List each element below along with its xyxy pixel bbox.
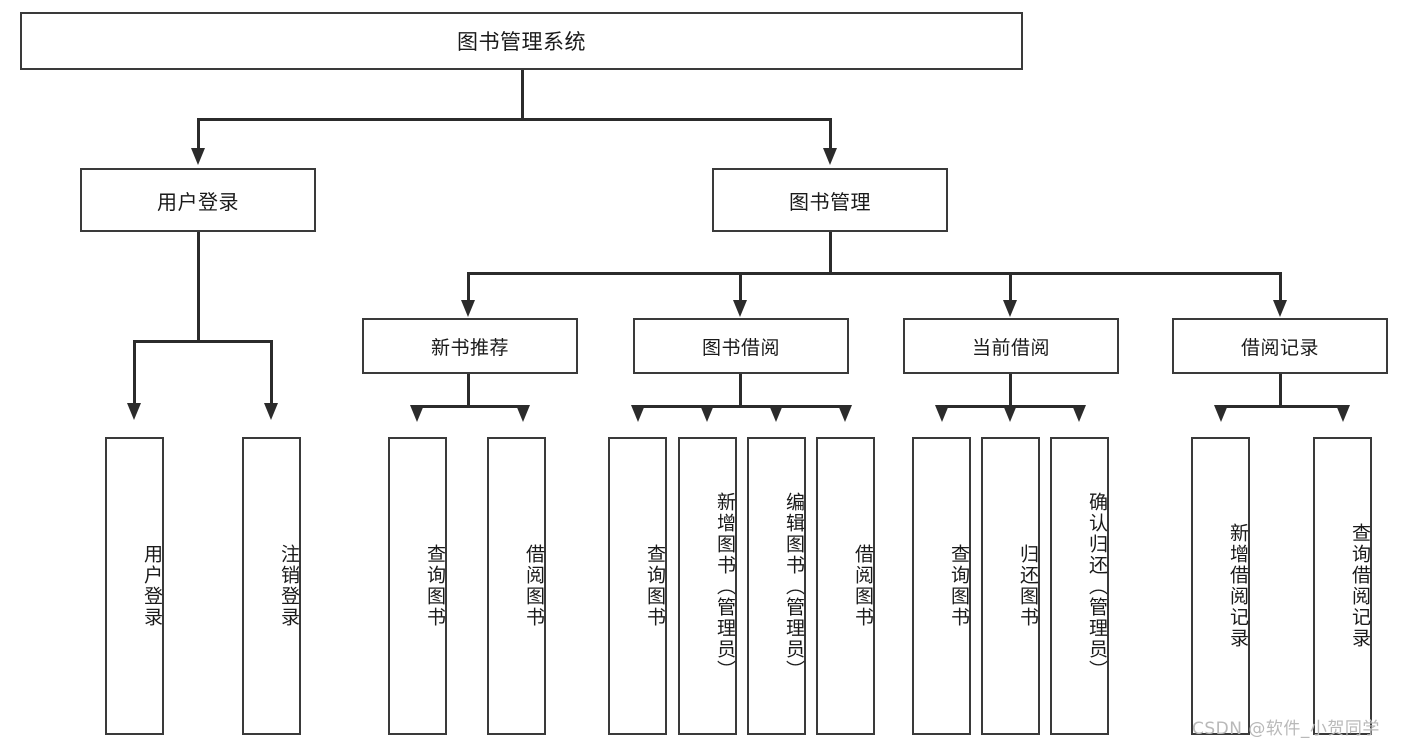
leaf-user-login-logout[interactable]: 注销登录 — [242, 437, 301, 735]
leaf-current-borrow-return-book[interactable]: 归还图书 — [981, 437, 1040, 735]
arrow-icon-bb-leaf-2 — [700, 405, 714, 422]
node-user-login[interactable]: 用户登录 — [80, 168, 316, 232]
node-book-borrow[interactable]: 图书借阅 — [633, 318, 849, 374]
leaf-user-login-login[interactable]: 用户登录 — [105, 437, 164, 735]
arrow-icon-user-login-leaf-2 — [264, 403, 278, 420]
connector-br-stem — [1279, 374, 1282, 405]
arrow-icon-nbr-leaf-1 — [410, 405, 424, 422]
connector-root-drop-1 — [197, 118, 200, 150]
csdn-watermark: CSDN @软件_小贺同学 — [1192, 719, 1380, 739]
leaf-book-borrow-query-book[interactable]: 查询图书 — [608, 437, 667, 735]
connector-root-stem — [521, 70, 524, 118]
arrow-icon-cb-leaf-2 — [1003, 405, 1017, 422]
node-borrow-record[interactable]: 借阅记录 — [1172, 318, 1388, 374]
arrow-icon-br-leaf-2 — [1336, 405, 1350, 422]
connector-bm-drop-3 — [1009, 272, 1012, 302]
arrow-icon-cb-leaf-1 — [935, 405, 949, 422]
connector-bm-drop-4 — [1279, 272, 1282, 302]
node-root-library-management-system[interactable]: 图书管理系统 — [20, 12, 1023, 70]
connector-user-login-bus — [133, 340, 272, 343]
arrow-icon-to-book-borrow — [733, 300, 747, 317]
connector-nbr-bus — [416, 405, 522, 408]
connector-bb-bus — [637, 405, 845, 408]
arrow-icon-user-login-leaf-1 — [127, 403, 141, 420]
connector-cb-stem — [1009, 374, 1012, 405]
arrow-icon-to-current-borrow — [1003, 300, 1017, 317]
arrow-icon-bb-leaf-3 — [769, 405, 783, 422]
connector-book-management-bus — [467, 272, 1282, 275]
leaf-current-borrow-query-book[interactable]: 查询图书 — [912, 437, 971, 735]
leaf-new-book-borrow-book[interactable]: 借阅图书 — [487, 437, 546, 735]
leaf-new-book-query-book[interactable]: 查询图书 — [388, 437, 447, 735]
arrow-icon-to-borrow-record — [1273, 300, 1287, 317]
connector-root-drop-2 — [829, 118, 832, 150]
arrow-icon-to-book-management — [823, 148, 837, 165]
leaf-book-borrow-edit-book-admin[interactable]: 编辑图书（管理员） — [747, 437, 806, 735]
connector-user-login-drop-2 — [270, 340, 273, 405]
node-current-borrow[interactable]: 当前借阅 — [903, 318, 1119, 374]
connector-user-login-drop-1 — [133, 340, 136, 405]
arrow-icon-bb-leaf-1 — [631, 405, 645, 422]
leaf-borrow-record-add-record[interactable]: 新增借阅记录 — [1191, 437, 1250, 735]
arrow-icon-nbr-leaf-2 — [516, 405, 530, 422]
arrow-icon-cb-leaf-3 — [1072, 405, 1086, 422]
connector-user-login-stem — [197, 232, 200, 342]
connector-br-bus — [1220, 405, 1342, 408]
leaf-current-borrow-confirm-return-admin[interactable]: 确认归还（管理员） — [1050, 437, 1109, 735]
connector-bm-drop-1 — [467, 272, 470, 302]
connector-nbr-stem — [467, 374, 470, 405]
connector-bb-stem — [739, 374, 742, 405]
leaf-book-borrow-borrow-book[interactable]: 借阅图书 — [816, 437, 875, 735]
connector-book-management-stem — [829, 232, 832, 272]
arrow-icon-bb-leaf-4 — [838, 405, 852, 422]
arrow-icon-to-new-book-recommend — [461, 300, 475, 317]
leaf-book-borrow-add-book-admin[interactable]: 新增图书（管理员） — [678, 437, 737, 735]
leaf-borrow-record-query-record[interactable]: 查询借阅记录 — [1313, 437, 1372, 735]
connector-root-bus — [197, 118, 831, 121]
connector-bm-drop-2 — [739, 272, 742, 302]
arrow-icon-br-leaf-1 — [1214, 405, 1228, 422]
node-book-management[interactable]: 图书管理 — [712, 168, 948, 232]
arrow-icon-to-user-login — [191, 148, 205, 165]
node-new-book-recommend[interactable]: 新书推荐 — [362, 318, 578, 374]
